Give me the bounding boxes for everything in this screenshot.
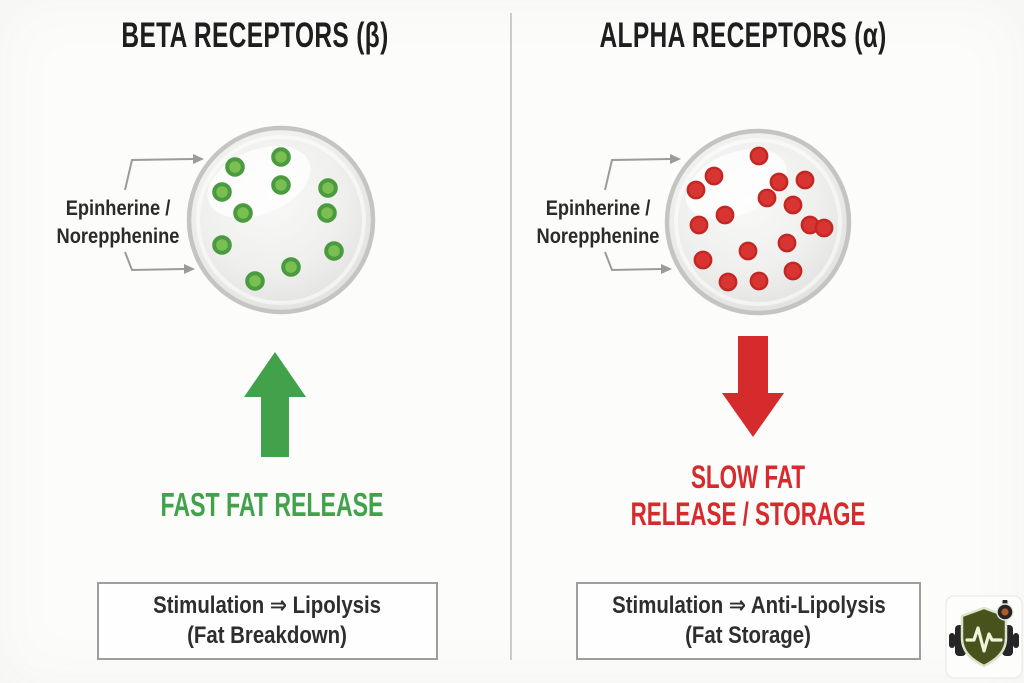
- receptor-dot: [718, 272, 738, 292]
- receptor-dot: [715, 205, 735, 225]
- alpha-caption-box: Stimulation ⇒ Anti-Lipolysis (Fat Storag…: [576, 582, 921, 660]
- receptor-dot: [769, 172, 789, 192]
- receptor-dot: [783, 261, 803, 281]
- ligand-label-line2: Norepphenine: [536, 224, 660, 249]
- receptor-dot: [693, 250, 713, 270]
- up-arrow-icon: [244, 352, 306, 457]
- beta-caption-line1: Stimulation ⇒ Lipolysis: [153, 591, 382, 619]
- beta-fat-cell: [186, 125, 376, 315]
- receptor-dot: [318, 178, 338, 198]
- alpha-receptor-dots: [686, 146, 834, 292]
- receptor-dot: [704, 166, 724, 186]
- receptor-dot: [324, 241, 344, 261]
- receptor-dot: [212, 235, 232, 255]
- alpha-caption-line2: (Fat Storage): [685, 622, 812, 649]
- connector-arrowhead-icon: [661, 264, 672, 274]
- ligand-label-line1: Epinherine /: [545, 196, 651, 220]
- beta-ligand-label: Epinherine / Norepphenine: [46, 194, 191, 251]
- alpha-fat-cell: [664, 128, 852, 316]
- receptor-dot: [225, 157, 245, 177]
- receptor-dot: [271, 147, 291, 167]
- ligand-label-line1: Epinherine /: [65, 196, 171, 220]
- receptor-dot: [233, 203, 253, 223]
- alpha-effect-line1: SLOW FAT: [690, 459, 806, 495]
- beta-effect-label: FAST FAT RELEASE: [160, 486, 384, 523]
- alpha-ligand-label: Epinherine / Norepphenine: [526, 194, 671, 251]
- receptor-dot: [777, 233, 797, 253]
- brand-logo: [945, 595, 1023, 679]
- receptor-dot: [281, 257, 301, 277]
- receptor-dot: [689, 215, 709, 235]
- connector-arrowhead-icon: [193, 154, 204, 164]
- alpha-title: ALPHA RECEPTORS (α): [599, 16, 887, 55]
- alpha-effect-label: SLOW FAT RELEASE / STORAGE: [622, 459, 874, 533]
- receptor-dot: [686, 180, 706, 200]
- down-arrow-icon: [722, 336, 784, 437]
- beta-caption-line2: (Fat Breakdown): [187, 622, 348, 649]
- receptor-dot: [212, 182, 232, 202]
- alpha-effect-line2: RELEASE / STORAGE: [630, 496, 866, 532]
- shield-pulse-icon: [960, 606, 1008, 668]
- receptor-dot: [783, 195, 803, 215]
- ligand-label-line2: Norepphenine: [56, 224, 180, 249]
- alpha-caption-line1: Stimulation ⇒ Anti-Lipolysis: [611, 591, 886, 619]
- beta-title: BETA RECEPTORS (β): [121, 16, 389, 55]
- receptor-dot: [749, 146, 769, 166]
- connector-arrowhead-icon: [184, 264, 195, 274]
- receptor-dot: [245, 271, 265, 291]
- receptor-dot: [757, 188, 777, 208]
- stopwatch-icon: [996, 600, 1014, 621]
- beta-receptor-dots: [212, 147, 344, 291]
- beta-caption-box: Stimulation ⇒ Lipolysis (Fat Breakdown): [97, 582, 438, 660]
- receptor-dot: [795, 170, 815, 190]
- receptor-dot: [814, 218, 834, 238]
- connector-arrowhead-icon: [670, 154, 681, 164]
- beta-ligand-connector: [124, 154, 204, 274]
- receptor-dot: [749, 271, 769, 291]
- receptor-dot: [271, 175, 291, 195]
- receptor-dot: [317, 203, 337, 223]
- receptor-dot: [738, 241, 758, 261]
- alpha-ligand-connector: [604, 154, 681, 274]
